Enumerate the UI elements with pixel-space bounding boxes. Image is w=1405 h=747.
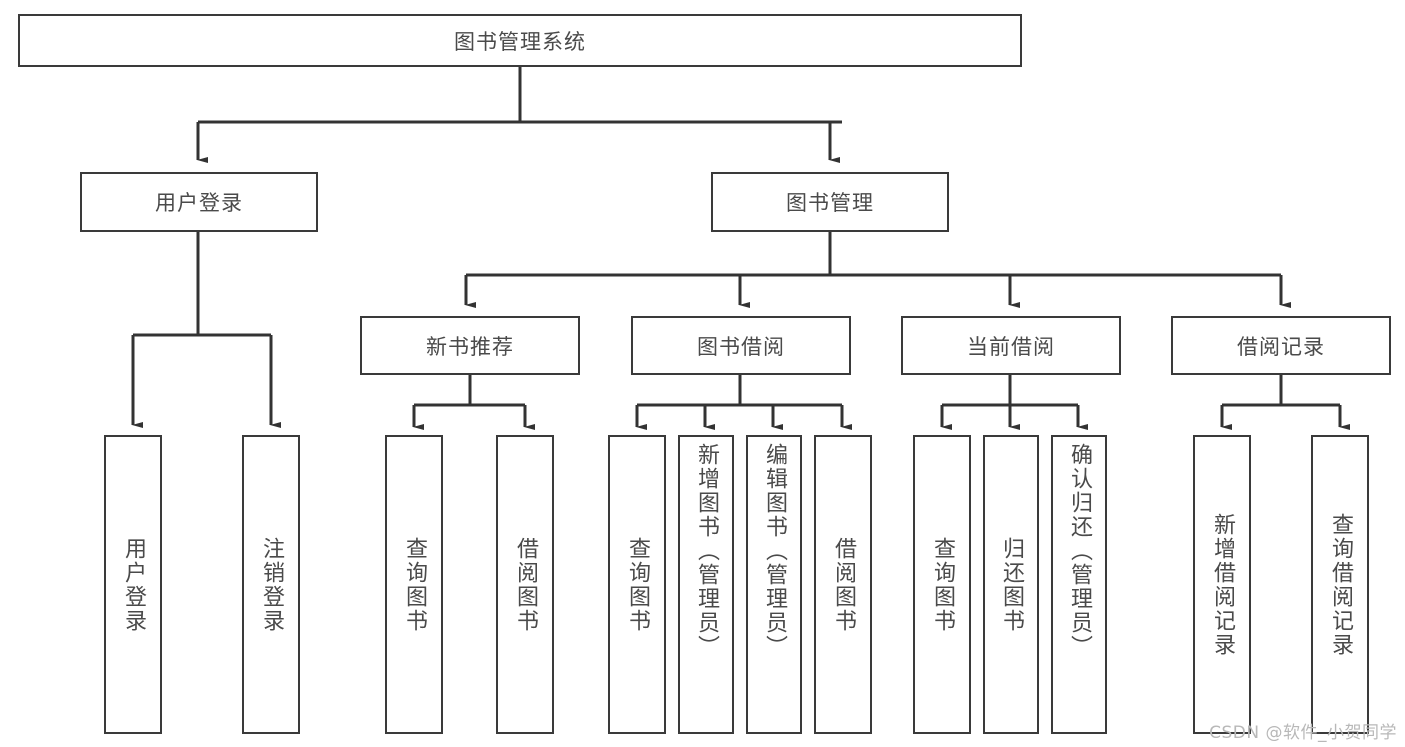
node-new-book-recommend-label: 新书推荐 <box>426 334 514 359</box>
watermark-text: CSDN @软件_小贺同学 <box>1209 723 1397 743</box>
node-book-manage-label: 图书管理 <box>786 191 874 215</box>
node-current-borrow-label: 当前借阅 <box>967 334 1055 359</box>
node-book-borrow[interactable]: 图书借阅 <box>631 316 851 375</box>
node-leaf-query-record-label: 查询借阅记录 <box>1327 512 1353 657</box>
node-leaf-add-book[interactable]: 新增图书（管理员） <box>678 435 734 734</box>
node-leaf-add-book-label: 新增图书（管理员） <box>693 443 719 659</box>
node-leaf-query-book-2[interactable]: 查询图书 <box>608 435 666 734</box>
node-leaf-logout-label: 注销登录 <box>258 536 284 633</box>
node-current-borrow[interactable]: 当前借阅 <box>901 316 1121 375</box>
node-leaf-query-record[interactable]: 查询借阅记录 <box>1311 435 1369 734</box>
node-leaf-edit-book[interactable]: 编辑图书（管理员） <box>746 435 802 734</box>
node-leaf-query-book-3[interactable]: 查询图书 <box>913 435 971 734</box>
node-leaf-return-book-label: 归还图书 <box>998 536 1024 633</box>
node-leaf-borrow-book-2-label: 借阅图书 <box>830 536 856 633</box>
node-leaf-query-book-1-label: 查询图书 <box>401 536 427 633</box>
node-user-login-label: 用户登录 <box>155 191 243 215</box>
node-leaf-user-login[interactable]: 用户登录 <box>104 435 162 734</box>
node-leaf-borrow-book-1-label: 借阅图书 <box>512 536 538 633</box>
node-leaf-user-login-label: 用户登录 <box>120 536 146 633</box>
node-book-borrow-label: 图书借阅 <box>697 334 785 359</box>
node-leaf-logout[interactable]: 注销登录 <box>242 435 300 734</box>
node-book-manage[interactable]: 图书管理 <box>711 172 949 232</box>
node-leaf-query-book-2-label: 查询图书 <box>624 536 650 633</box>
node-borrow-record-label: 借阅记录 <box>1237 334 1325 359</box>
node-new-book-recommend[interactable]: 新书推荐 <box>360 316 580 375</box>
node-root[interactable]: 图书管理系统 <box>18 14 1022 67</box>
node-leaf-confirm-return[interactable]: 确认归还（管理员） <box>1051 435 1107 734</box>
node-borrow-record[interactable]: 借阅记录 <box>1171 316 1391 375</box>
node-leaf-edit-book-label: 编辑图书（管理员） <box>761 443 787 659</box>
node-leaf-return-book[interactable]: 归还图书 <box>983 435 1039 734</box>
node-leaf-query-book-1[interactable]: 查询图书 <box>385 435 443 734</box>
node-leaf-borrow-book-1[interactable]: 借阅图书 <box>496 435 554 734</box>
node-user-login[interactable]: 用户登录 <box>80 172 318 232</box>
node-leaf-add-record-label: 新增借阅记录 <box>1209 512 1235 657</box>
node-leaf-add-record[interactable]: 新增借阅记录 <box>1193 435 1251 734</box>
node-leaf-confirm-return-label: 确认归还（管理员） <box>1066 443 1092 659</box>
node-leaf-query-book-3-label: 查询图书 <box>929 536 955 633</box>
node-leaf-borrow-book-2[interactable]: 借阅图书 <box>814 435 872 734</box>
node-root-label: 图书管理系统 <box>454 29 586 54</box>
